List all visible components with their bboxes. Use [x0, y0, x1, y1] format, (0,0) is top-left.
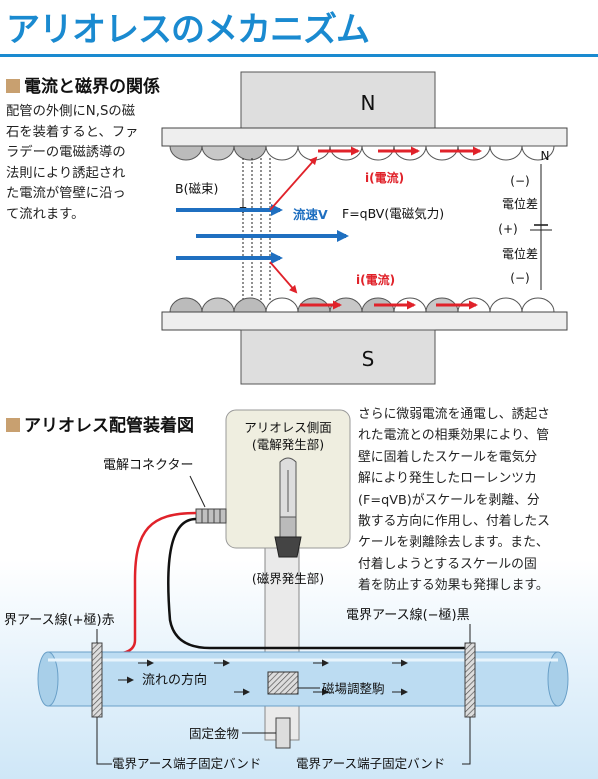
fixture-label: 固定金物 [189, 726, 239, 741]
desc2-line: ケールを剥離除去します。また、 [358, 535, 549, 551]
desc2-line: 着を防止する効果も発揮します。 [358, 578, 549, 594]
black-earth-wire [167, 517, 472, 660]
desc1-line: て流れます。 [6, 206, 85, 222]
flow-direction-label: 流れの方向 [142, 672, 207, 688]
plus-label: (+) [498, 222, 517, 236]
connector-leader-line [189, 475, 206, 508]
north-magnet-label: N [361, 91, 376, 115]
potential-bottom-label: 電位差 [502, 246, 538, 261]
desc2-line: さらに微弱電流を通電し、誘起さ [358, 407, 550, 422]
section2-heading-text: アリオレス配管装着図 [24, 416, 194, 436]
south-magnet: S [240, 329, 436, 385]
desc2-line: 壁に固着したスケールを電気分 [358, 449, 538, 465]
desc1-line: 配管の外側にN,Sの磁 [6, 104, 135, 119]
desc2-line: (F=qVB)がスケールを剥離、分 [358, 492, 540, 508]
adjust-piece-label: 磁場調整駒 [322, 681, 385, 696]
south-magnet-label: S [362, 347, 375, 371]
potential-top-label: 電位差 [502, 196, 538, 211]
magnetic-flux-lines [242, 158, 271, 300]
fixture-icon [275, 717, 291, 749]
minus-bottom-label: (−) [510, 271, 529, 285]
current-direction-up-arrow [269, 156, 318, 211]
desc1-line: 石を装着すると、ファ [6, 124, 139, 140]
red-earth-wire [104, 511, 197, 656]
desc1-line: ラデーの電磁誘導の [6, 145, 126, 160]
side-view-label: アリオレス側面 [244, 420, 332, 435]
desc2-line: れた電流との相乗効果により、管 [358, 428, 550, 444]
section1-description: 配管の外側にN,Sの磁 石を装着すると、ファ ラデーの電磁誘導の 法則により誘起… [6, 102, 138, 225]
small-north-pole-label: N [541, 149, 550, 163]
top-scale-deposits [169, 145, 555, 161]
section-marker-icon [6, 79, 20, 93]
title-divider [0, 54, 598, 57]
flow-arrows [176, 204, 349, 264]
section-heading-current-magnetic: 電流と磁界の関係 [6, 72, 160, 97]
left-band-leader [96, 717, 112, 765]
top-pipe-wall [161, 127, 568, 147]
adjust-piece [267, 671, 299, 695]
section2-description: さらに微弱電流を通電し、誘起さ れた電流との相乗効果により、管 壁に固着したスケ… [358, 404, 550, 597]
connector-label: 電解コネクター [103, 458, 193, 473]
pipe [37, 651, 569, 707]
earth-minus-label: 電界アース線(−極)黒 [346, 607, 470, 623]
desc2-line: 解により発生したローレンツカ [358, 471, 537, 487]
earth-plus-label: 界アース線(+極)赤 [4, 612, 115, 628]
current-label-bottom: i(電流) [356, 272, 395, 287]
current-direction-down-arrow [269, 261, 298, 294]
section1-heading-text: 電流と磁界の関係 [24, 77, 160, 97]
connector-icon [195, 508, 227, 524]
force-label: F=qBV(電磁気力) [342, 206, 444, 221]
page-title: アリオレスのメカニズム [6, 10, 370, 50]
left-earth-band [91, 642, 103, 718]
minus-top-label: (−) [510, 174, 529, 188]
bottom-pipe-wall [161, 311, 568, 331]
flux-label: B(磁束) [175, 181, 218, 196]
support-post [264, 539, 300, 741]
magnet-part-label: (磁界発生部) [252, 571, 324, 586]
bottom-scale-deposits [169, 297, 555, 313]
electrolysis-label: (電解発生部) [252, 437, 324, 452]
flow-velocity-label: 流速V [293, 207, 328, 222]
north-magnet: N [240, 71, 436, 129]
desc1-line: た電流が管壁に沿っ [6, 186, 126, 201]
potential-difference-indicator [530, 164, 552, 290]
right-band-leader [462, 717, 471, 765]
desc2-line: 付着しようとするスケールの固 [358, 556, 537, 572]
current-label-top: i(電流) [365, 170, 404, 185]
left-band-label: 電界アース端子固定バンド [112, 756, 261, 771]
electrode-icon [274, 457, 302, 558]
section-heading-installation: アリオレス配管装着図 [6, 411, 194, 436]
section-marker-icon [6, 418, 20, 432]
right-band-label: 電界アース端子固定バンド [296, 756, 445, 771]
desc1-line: 法則により誘起され [6, 165, 126, 181]
desc2-line: 散する方向に作用し、付着したス [358, 514, 550, 530]
right-earth-band [464, 642, 476, 718]
pipe-flow-arrows [118, 659, 408, 696]
